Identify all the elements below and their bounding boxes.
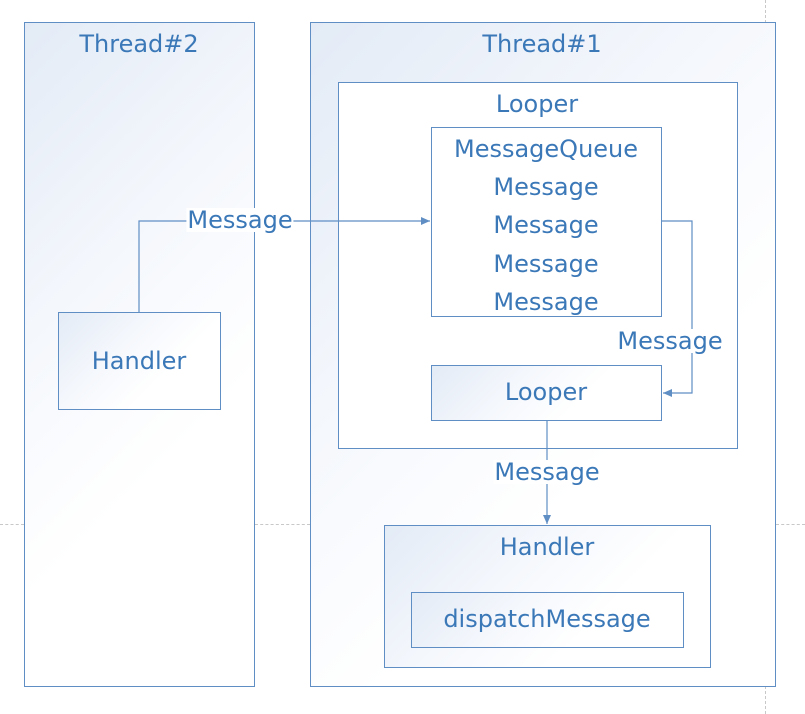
horizontal-guide-right [776,524,805,525]
edge-label-handler-to-queue: Message [186,206,294,234]
edge-handler-to-queue [138,217,430,312]
edge-queue-to-looper [662,220,693,397]
inner-looper-box [431,365,662,421]
horizontal-guide-left [0,524,24,525]
dispatch-message-label: dispatchMessage [443,605,651,633]
edge-label-looper-to-handler: Message [493,458,601,486]
looper-title: Looper [495,90,579,118]
message-queue-box [431,127,662,317]
message-queue-title: MessageQueue [453,135,639,163]
thread2-handler-label: Handler [91,347,187,375]
inner-looper-label: Looper [504,378,588,406]
thread2-handler-box [58,312,221,410]
queue-message-4: Message [493,288,599,316]
queue-message-3: Message [493,250,599,278]
queue-message-2: Message [493,211,599,239]
queue-message-1: Message [493,173,599,201]
thread1-title: Thread#1 [482,30,602,58]
thread1-handler-title: Handler [499,533,595,561]
thread2-title: Thread#2 [79,30,199,58]
edge-label-queue-to-looper: Message [616,327,724,355]
dispatch-message-box [411,592,684,648]
horizontal-guide-middle [255,524,310,525]
